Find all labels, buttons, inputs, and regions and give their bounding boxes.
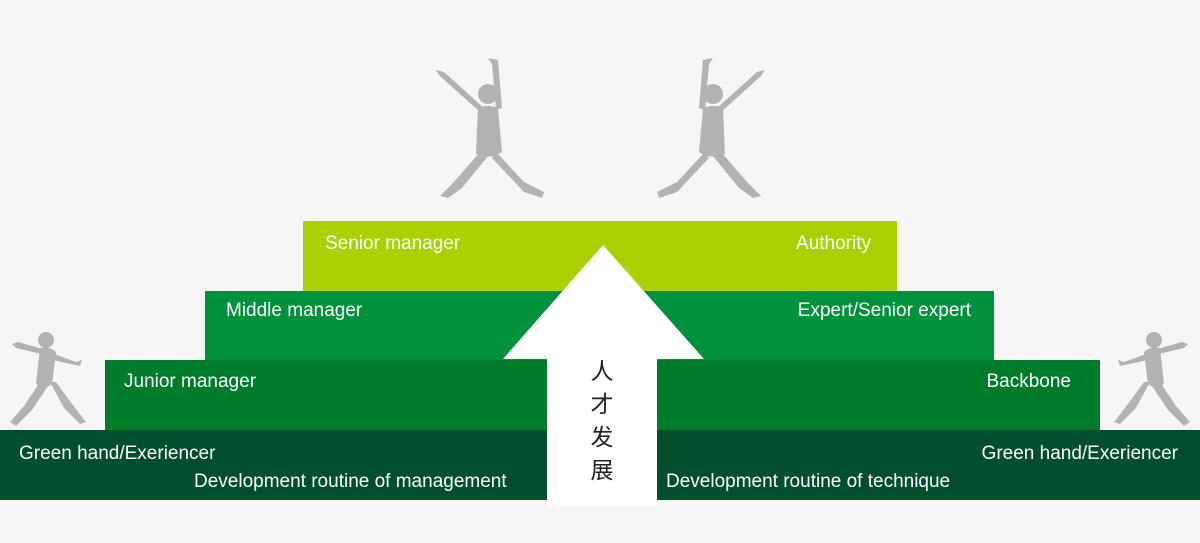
backbone-label: Backbone [986,371,1071,392]
caption-char: 才 [590,392,614,418]
green-hand-right-label: Green hand/Exeriencer [981,443,1178,464]
technique-routine-label: Development routine of technique [666,471,951,492]
jumping-person-icon [10,332,86,426]
upward-arrow [503,245,704,507]
middle-manager-label: Middle manager [226,300,363,321]
talent-development-caption: 人 才 发 展 [585,356,619,488]
jumping-person-icon [657,58,765,198]
jumping-person-icon [436,58,544,198]
expert-label: Expert/Senior expert [797,300,971,321]
management-routine-label: Development routine of management [194,471,507,492]
caption-char: 人 [590,359,614,385]
senior-manager-label: Senior manager [325,233,461,254]
authority-label: Authority [796,233,871,254]
caption-char: 发 [590,425,614,451]
jumping-person-icon [1114,332,1190,426]
green-hand-left-label: Green hand/Exeriencer [19,443,216,464]
junior-manager-label: Junior manager [124,371,257,392]
caption-char: 展 [590,458,614,484]
